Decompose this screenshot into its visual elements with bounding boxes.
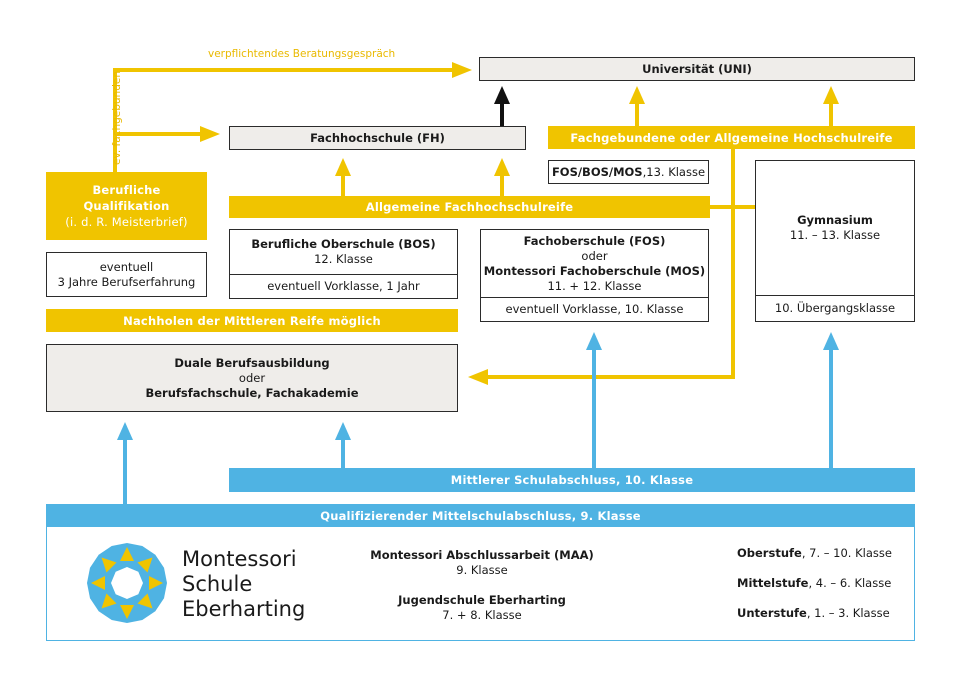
box-fachhochschule: Fachhochschule (FH) — [229, 126, 526, 150]
logo-line-montessori: Montessori — [182, 547, 297, 571]
stufe-unterstufe: Unterstufe, 1. – 3. Klasse — [737, 606, 890, 621]
qual-title-1: Berufliche — [92, 183, 161, 197]
duale-title: Duale Berufsausbildung — [174, 355, 330, 370]
note-fachgebunden: ev. fachgebunden — [111, 71, 123, 165]
bar-mittlere-reife: Nachholen der Mittleren Reife möglich — [46, 309, 458, 332]
school-panel: Montessori Schule Eberharting Montessori… — [46, 527, 915, 641]
bar-mittlerer-schulabschluss: Mittlerer Schulabschluss, 10. Klasse — [229, 468, 915, 492]
fos-bos-mos-label: FOS/BOS/MOS — [551, 164, 643, 179]
box-universitaet: Universität (UNI) — [479, 57, 915, 81]
qual-title-2: Qualifikation — [83, 199, 170, 213]
box-gymnasium: Gymnasium 11. – 13. Klasse 10. Übergangs… — [755, 160, 915, 322]
oberstufe-name: Oberstufe — [737, 546, 802, 560]
fos-title: Fachoberschule (FOS) — [523, 233, 666, 248]
maa-title: Montessori Abschlussarbeit (MAA) — [370, 548, 594, 562]
note-beratungsgespraech: verpflichtendes Beratungsgespräch — [208, 48, 396, 60]
maa-class: 9. Klasse — [456, 563, 508, 577]
qual-sub: (i. d. R. Meisterbrief) — [65, 215, 188, 229]
fos-class: 11. + 12. Klasse — [547, 278, 642, 293]
bar-fachhochschulreife: Allgemeine Fachhochschulreife — [229, 196, 710, 218]
jugendschule-block: Jugendschule Eberharting 7. + 8. Klasse — [347, 593, 617, 623]
fh-label: Fachhochschule (FH) — [310, 130, 445, 145]
montessori-logo-icon — [87, 543, 167, 623]
bos-class: 12. Klasse — [314, 252, 373, 266]
gymnasium-footer: 10. Übergangsklasse — [774, 301, 896, 315]
mos-title: Montessori Fachoberschule (MOS) — [483, 263, 706, 278]
box-berufliche-qualifikation: Berufliche Qualifikation (i. d. R. Meist… — [46, 172, 207, 240]
maa-block: Montessori Abschlussarbeit (MAA) 9. Klas… — [347, 548, 617, 578]
box-berufserfahrung: eventuell 3 Jahre Berufserfahrung — [46, 252, 207, 297]
jugendschule-class: 7. + 8. Klasse — [442, 608, 522, 622]
bar-quali-mittelschulabschluss: Qualifizierender Mittelschulabschluss, 9… — [46, 504, 915, 527]
logo-wordmark: Montessori Schule Eberharting — [182, 547, 305, 622]
jugendschule-title: Jugendschule Eberharting — [398, 593, 566, 607]
duale-oder: oder — [238, 370, 266, 385]
unterstufe-name: Unterstufe — [737, 606, 807, 620]
berufserfahrung-line1: eventuell — [99, 259, 154, 274]
fos-footer: eventuell Vorklasse, 10. Klasse — [505, 302, 684, 316]
berufsfachschule-title: Berufsfachschule, Fachakademie — [145, 385, 359, 400]
mittelstufe-range: , 4. – 6. Klasse — [808, 576, 892, 590]
box-fos: Fachoberschule (FOS) oder Montessori Fac… — [480, 229, 709, 322]
gymnasium-title: Gymnasium — [797, 213, 873, 227]
box-fos-bos-mos-13: FOS/BOS/MOS,13. Klasse — [548, 160, 709, 184]
box-bos: Berufliche Oberschule (BOS) 12. Klasse e… — [229, 229, 458, 299]
berufserfahrung-line2: 3 Jahre Berufserfahrung — [57, 274, 196, 289]
oberstufe-range: , 7. – 10. Klasse — [801, 546, 892, 560]
bar-hochschulreife: Fachgebundene oder Allgemeine Hochschulr… — [548, 126, 915, 149]
fos-oder: oder — [581, 248, 608, 263]
mittelstufe-name: Mittelstufe — [737, 576, 809, 590]
uni-label: Universität (UNI) — [642, 61, 752, 76]
logo-line-eberharting: Eberharting — [182, 597, 306, 621]
stufe-oberstufe: Oberstufe, 7. – 10. Klasse — [737, 546, 892, 561]
box-duale-berufsausbildung: Duale Berufsausbildung oder Berufsfachsc… — [46, 344, 458, 412]
unterstufe-range: , 1. – 3. Klasse — [806, 606, 890, 620]
bos-footer: eventuell Vorklasse, 1 Jahr — [267, 279, 420, 293]
bos-title: Berufliche Oberschule (BOS) — [251, 237, 436, 251]
gymnasium-class: 11. – 13. Klasse — [789, 228, 881, 242]
logo-line-schule: Schule — [182, 572, 253, 596]
stufe-mittelstufe: Mittelstufe, 4. – 6. Klasse — [737, 576, 891, 591]
fos-bos-mos-class: ,13. Klasse — [642, 164, 706, 179]
